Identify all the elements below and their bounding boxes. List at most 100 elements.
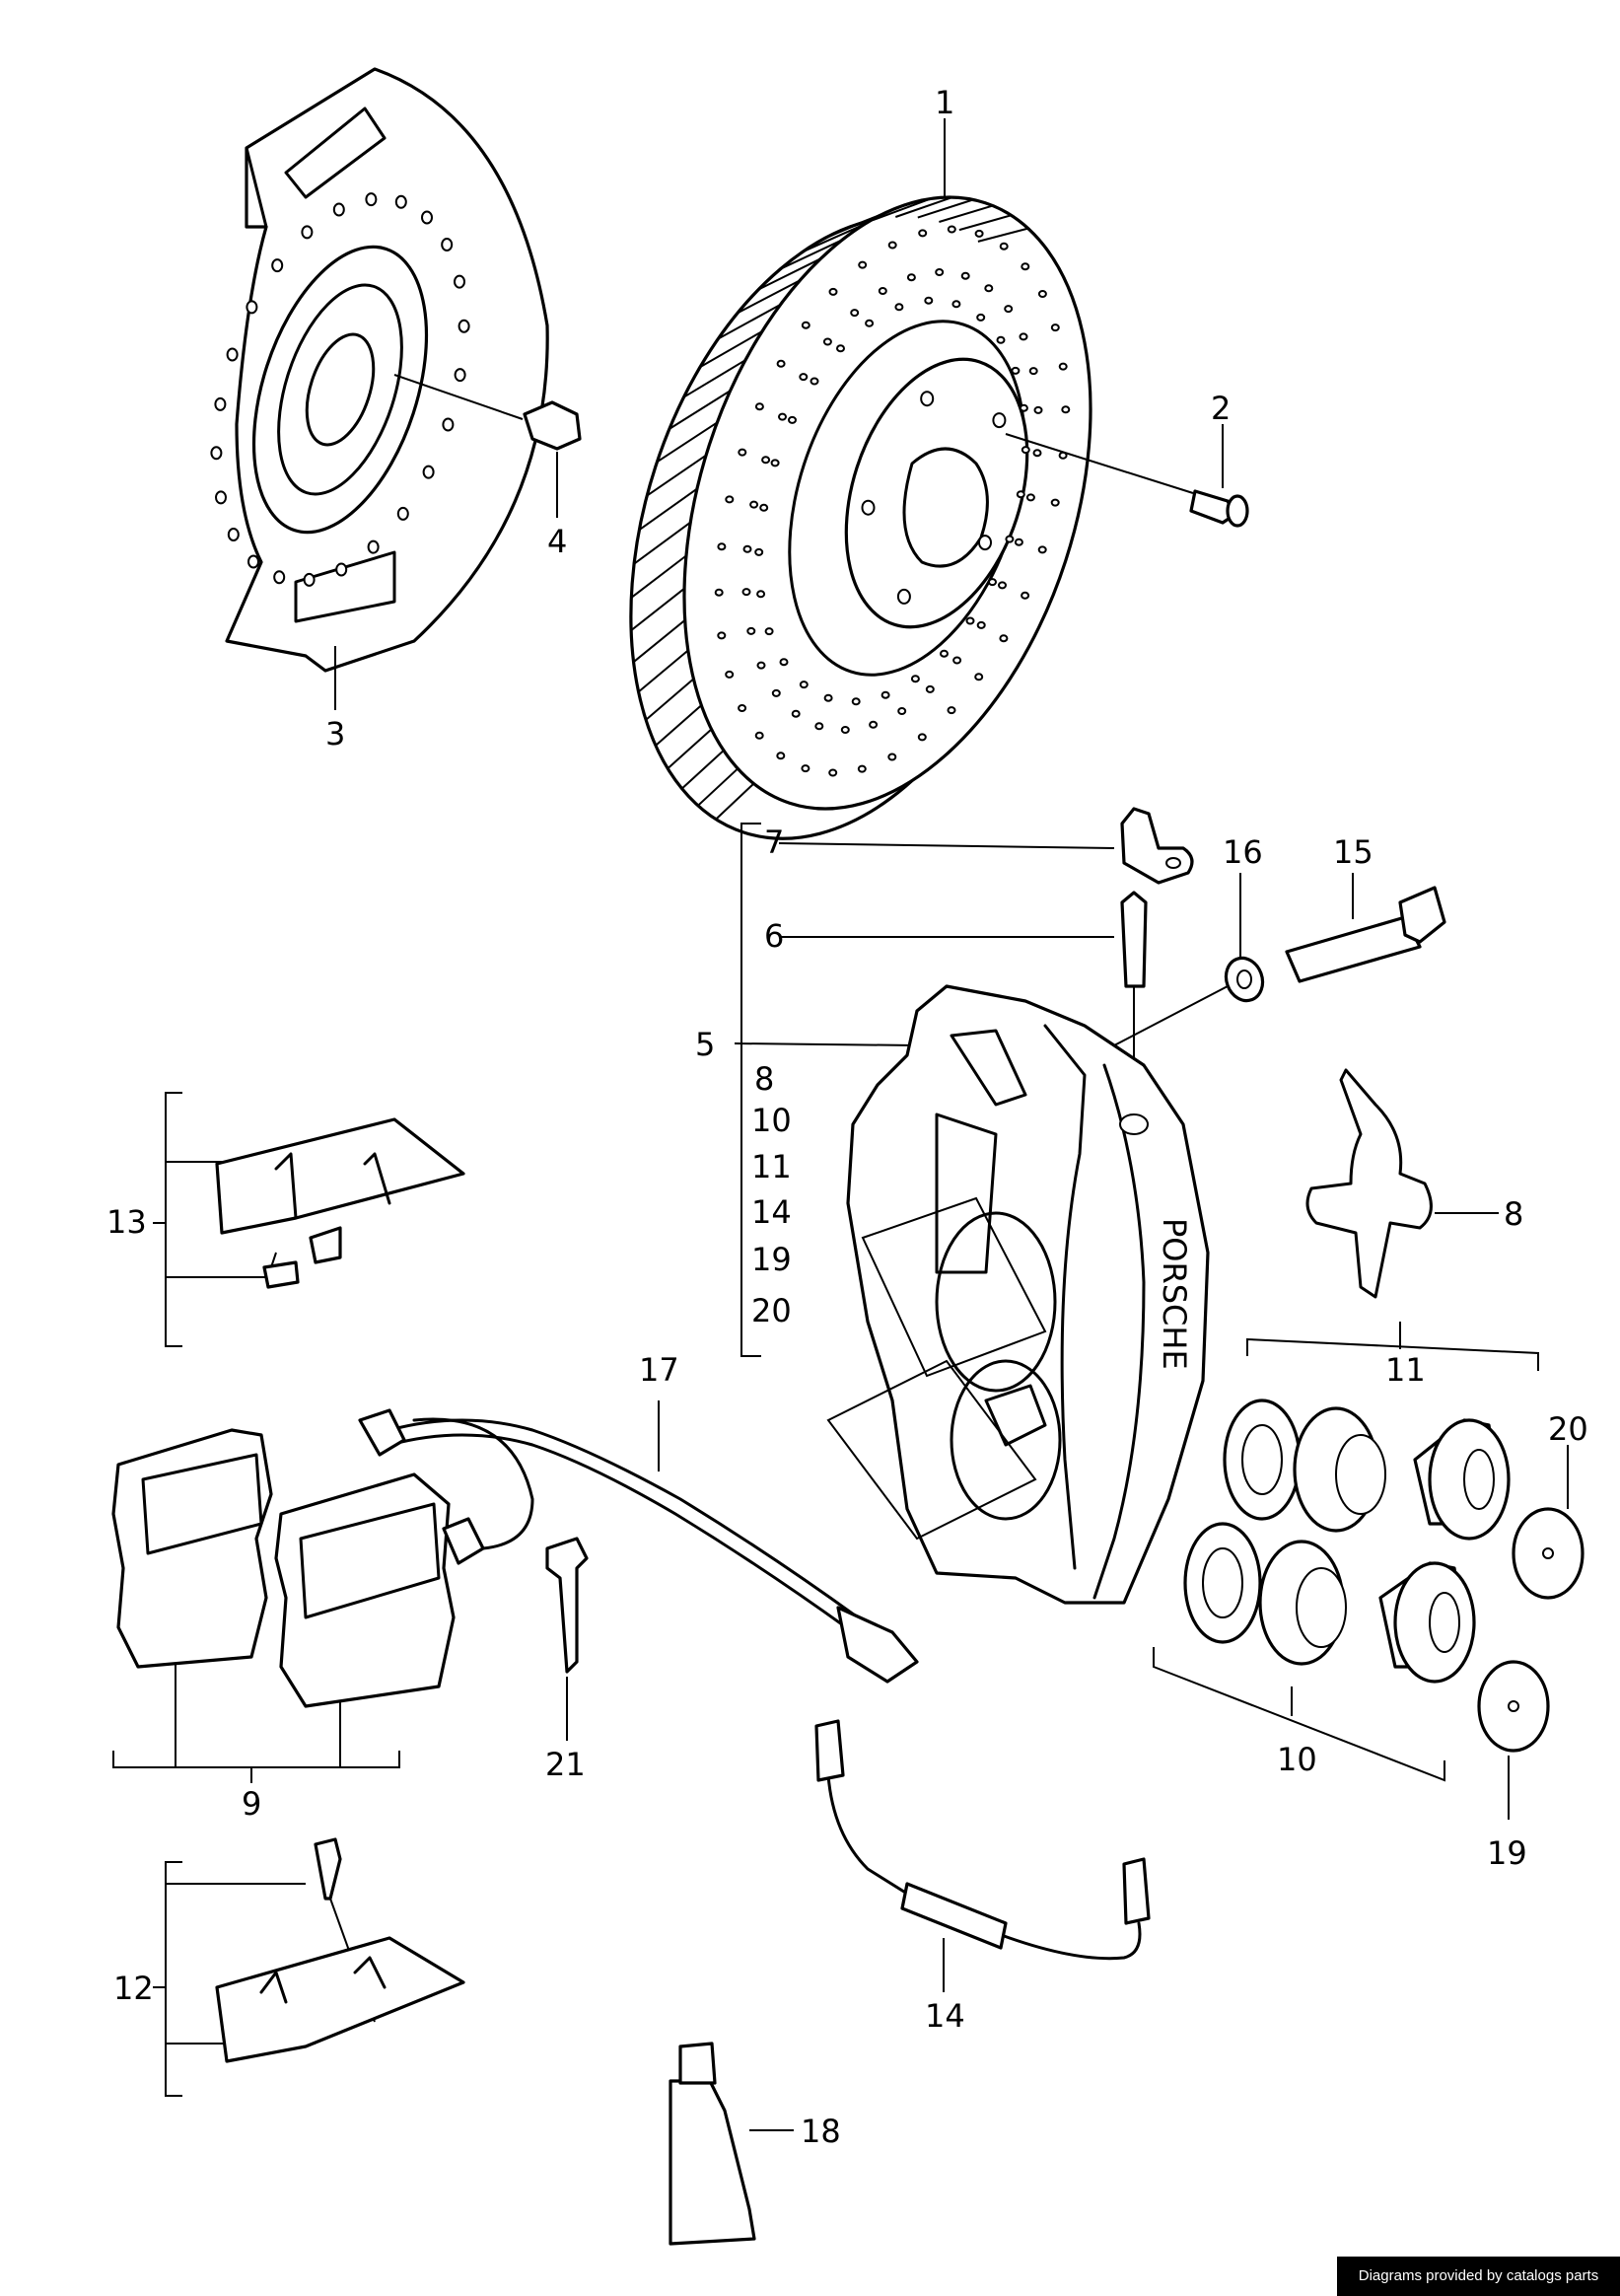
shield-hole xyxy=(396,506,409,521)
disc-vane xyxy=(958,214,1012,232)
disc-hub-hole xyxy=(920,391,935,407)
disc-drill-hole xyxy=(924,296,934,305)
shield-hole xyxy=(394,194,407,209)
disc-drill-hole xyxy=(906,273,916,282)
sensor-clip-part-21 xyxy=(545,1537,589,1741)
retaining-kit-part-12 xyxy=(153,1837,465,2097)
shield-hole xyxy=(271,258,284,273)
disc-drill-hole xyxy=(1021,446,1030,455)
disc-hub-hole xyxy=(896,588,911,605)
callout-20: 20 xyxy=(1548,1410,1588,1448)
disc-drill-hole xyxy=(836,344,845,353)
disc-drill-hole xyxy=(880,690,890,699)
disc-drill-hole xyxy=(1028,367,1038,376)
disc-vane xyxy=(669,390,732,430)
disc-drill-hole xyxy=(1021,591,1030,600)
disc-drill-hole xyxy=(770,459,780,467)
disc-drill-hole xyxy=(999,634,1009,643)
disc-drill-hole xyxy=(1019,403,1028,412)
disc-drill-hole xyxy=(801,321,810,329)
grease-tube-part-18 xyxy=(669,2042,794,2246)
disc-drill-hole xyxy=(759,503,769,512)
disc-vane xyxy=(872,197,932,222)
disc-drill-hole xyxy=(1033,405,1043,414)
disc-drill-hole xyxy=(764,627,774,636)
disc-drill-hole xyxy=(974,229,984,238)
shield-hole xyxy=(422,465,435,479)
caliper-kit-bracket xyxy=(734,823,1115,1357)
callout-7: 7 xyxy=(764,824,784,861)
callout-3: 3 xyxy=(325,715,345,753)
anti-rattle-spring-part-8 xyxy=(1305,1068,1499,1299)
disc-drill-hole xyxy=(918,229,928,238)
group5-item-14: 14 xyxy=(751,1193,792,1231)
disc-drill-hole xyxy=(925,684,935,693)
disc-vane xyxy=(680,750,725,790)
shim-part-19 xyxy=(1477,1660,1550,1820)
callout-8: 8 xyxy=(1504,1195,1523,1233)
washer-part-16 xyxy=(1113,873,1265,1046)
disc-drill-hole xyxy=(851,697,861,706)
disc-hub-hole xyxy=(861,499,876,516)
disc-drill-hole xyxy=(738,448,747,457)
shield-hole xyxy=(226,347,239,362)
disc-hub-hole xyxy=(978,535,992,551)
callout-6: 6 xyxy=(764,917,784,955)
callout-13: 13 xyxy=(106,1203,147,1241)
disc-drill-hole xyxy=(974,673,984,682)
group5-item-11: 11 xyxy=(751,1148,792,1185)
disc-drill-hole xyxy=(976,313,986,322)
disc-vane xyxy=(977,227,1028,243)
disc-drill-hole xyxy=(746,626,756,635)
disc-drill-hole xyxy=(878,287,887,295)
disc-drill-hole xyxy=(857,764,867,773)
disc-drill-hole xyxy=(1005,535,1015,543)
group5-item-20: 20 xyxy=(751,1292,792,1329)
disc-drill-hole xyxy=(1004,305,1014,314)
callout-5: 5 xyxy=(695,1026,715,1063)
shield-hole xyxy=(227,528,240,541)
disc-drill-hole xyxy=(910,675,920,683)
disc-drill-hole xyxy=(725,495,735,504)
shield-hole xyxy=(458,319,470,333)
disc-drill-hole xyxy=(858,260,868,269)
brake-line-part-14 xyxy=(814,1719,1151,1992)
disc-drill-hole xyxy=(776,752,786,760)
shield-hole xyxy=(215,490,227,505)
disc-drill-hole xyxy=(754,402,764,411)
disc-vane xyxy=(717,304,781,340)
disc-drill-hole xyxy=(1037,290,1047,298)
caliper-bolt-part-15 xyxy=(1285,873,1446,983)
shield-hole xyxy=(454,274,465,289)
disc-drill-hole xyxy=(865,319,875,327)
disc-drill-hole xyxy=(828,768,838,777)
disc-drill-hole xyxy=(887,753,897,761)
disc-drill-hole xyxy=(828,287,838,296)
disc-drill-hole xyxy=(894,303,904,312)
disc-drill-hole xyxy=(965,616,975,625)
disc-drill-hole xyxy=(1058,362,1068,371)
disc-drill-hole xyxy=(1014,538,1023,546)
disc-vane xyxy=(667,728,713,769)
disc-drill-hole xyxy=(996,335,1006,344)
shield-hole xyxy=(273,570,286,585)
disc-drill-hole xyxy=(947,225,956,234)
shield-hole xyxy=(365,192,378,207)
disc-vane xyxy=(632,619,686,663)
disc-vane xyxy=(737,279,801,315)
disc-drill-hole xyxy=(1050,498,1060,507)
disc-drill-hole xyxy=(761,456,771,465)
disc-drill-hole xyxy=(756,590,766,599)
disc-drill-hole xyxy=(754,731,764,740)
disc-drill-hole xyxy=(1050,323,1060,332)
disc-drill-hole xyxy=(754,547,764,556)
shield-hole xyxy=(214,396,227,411)
disc-vane xyxy=(638,487,698,532)
disc-drill-hole xyxy=(717,542,727,551)
disc-drill-hole xyxy=(998,581,1007,590)
shim-part-20 xyxy=(1512,1445,1585,1600)
callout-15: 15 xyxy=(1333,833,1373,871)
group5-item-8: 8 xyxy=(754,1060,774,1098)
disc-vane xyxy=(715,782,755,821)
